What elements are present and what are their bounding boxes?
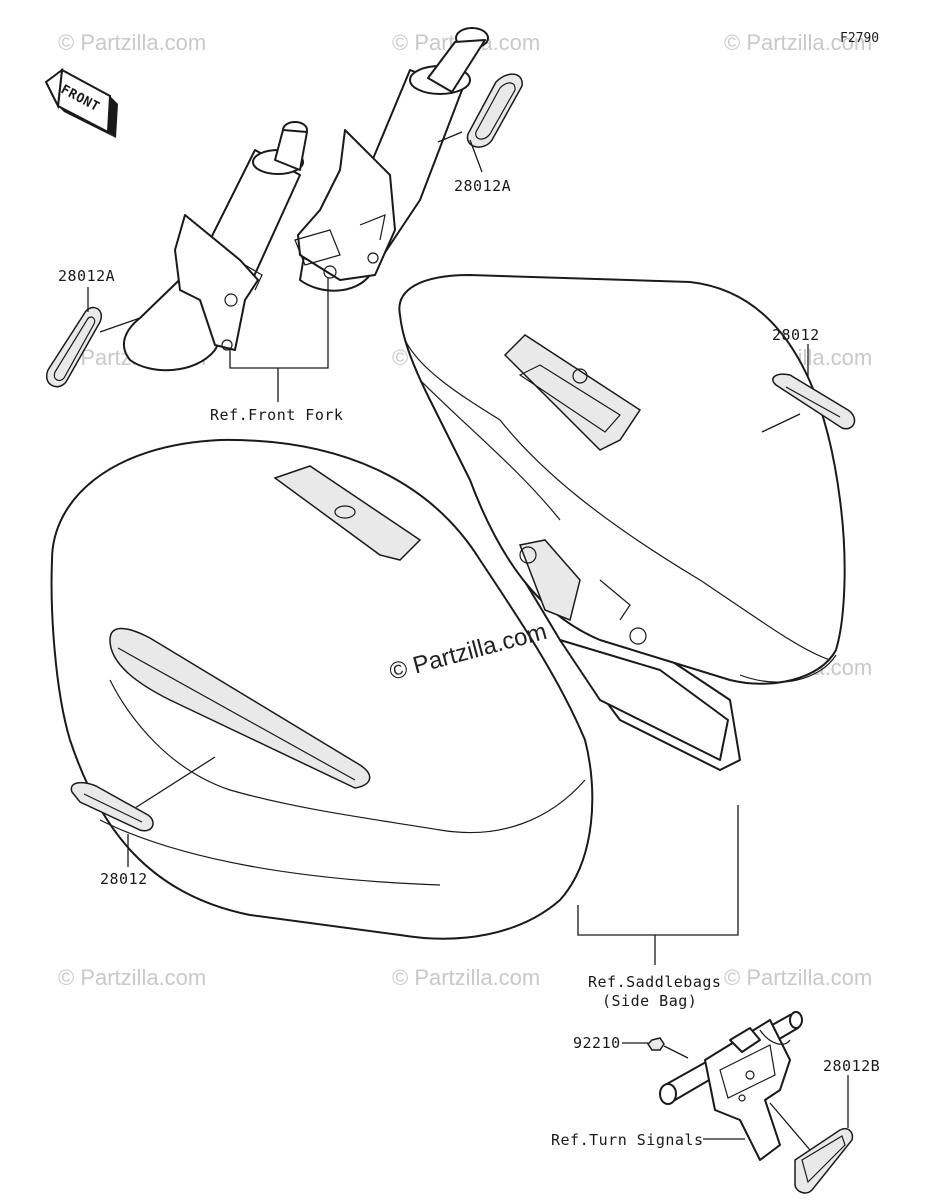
ref-saddlebags-line1: Ref.Saddlebags <box>588 973 721 991</box>
figure-id: F2790 <box>840 31 879 46</box>
reflector-28012a-left <box>45 306 103 388</box>
callout-28012a-left: 28012A <box>58 267 115 285</box>
left-saddlebag-drawing <box>50 438 594 940</box>
front-fork-drawing <box>122 27 489 372</box>
watermark-text: © Partzilla.com <box>724 965 872 990</box>
callout-92210: 92210 <box>573 1034 621 1052</box>
watermark-text: © Partzilla.com <box>724 30 872 55</box>
watermark-text: © Partzilla.com <box>58 965 206 990</box>
callout-28012a-upper: 28012A <box>454 177 511 195</box>
reflector-28012-left <box>70 781 154 832</box>
callout-28012-right: 28012 <box>772 326 820 344</box>
nut-92210 <box>647 1037 665 1051</box>
watermark-text: © Partzilla.com <box>392 965 540 990</box>
callout-28012-left: 28012 <box>100 870 148 888</box>
ref-saddlebags-line2: (Side Bag) <box>602 992 697 1010</box>
front-arrow-icon: FRONT <box>44 67 118 138</box>
callout-28012b: 28012B <box>823 1057 880 1075</box>
turn-signal-bracket-drawing <box>659 1011 803 1161</box>
reflector-28012-right <box>772 373 856 430</box>
ref-front-fork: Ref.Front Fork <box>210 406 343 424</box>
watermark-text: © Partzilla.com <box>58 30 206 55</box>
right-saddlebag-drawing <box>398 274 846 771</box>
reflector-28012a-upper <box>466 73 523 148</box>
reflector-28012b <box>794 1128 854 1194</box>
ref-turn-signals: Ref.Turn Signals <box>551 1131 704 1149</box>
